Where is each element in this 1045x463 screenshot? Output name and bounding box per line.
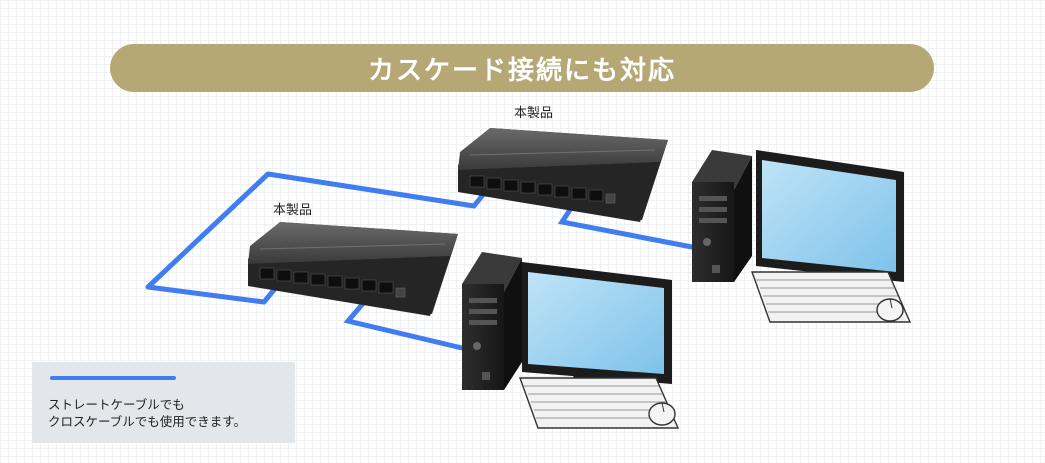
- cable-cascade: [145, 171, 493, 305]
- legend-line-2: クロスケーブルでも使用できます。: [48, 414, 247, 429]
- switch-top-label: 本製品: [514, 106, 554, 121]
- pc-top: [692, 150, 911, 323]
- title-banner: カスケード接続にも対応: [110, 44, 934, 92]
- legend-text: ストレートケーブルでも クロスケーブルでも使用できます。: [48, 396, 246, 430]
- switch-bottom-label: 本製品: [273, 203, 313, 218]
- pc-bottom: [462, 252, 679, 429]
- switch-bottom: [248, 222, 458, 316]
- cable-bottom-pc: [343, 297, 465, 351]
- legend-cable-swatch: [50, 376, 176, 380]
- legend-line-1: ストレートケーブルでも: [48, 397, 185, 412]
- banner-title: カスケード接続にも対応: [367, 55, 676, 86]
- switch-top: [458, 128, 668, 222]
- legend-box: ストレートケーブルでも クロスケーブルでも使用できます。: [32, 362, 295, 443]
